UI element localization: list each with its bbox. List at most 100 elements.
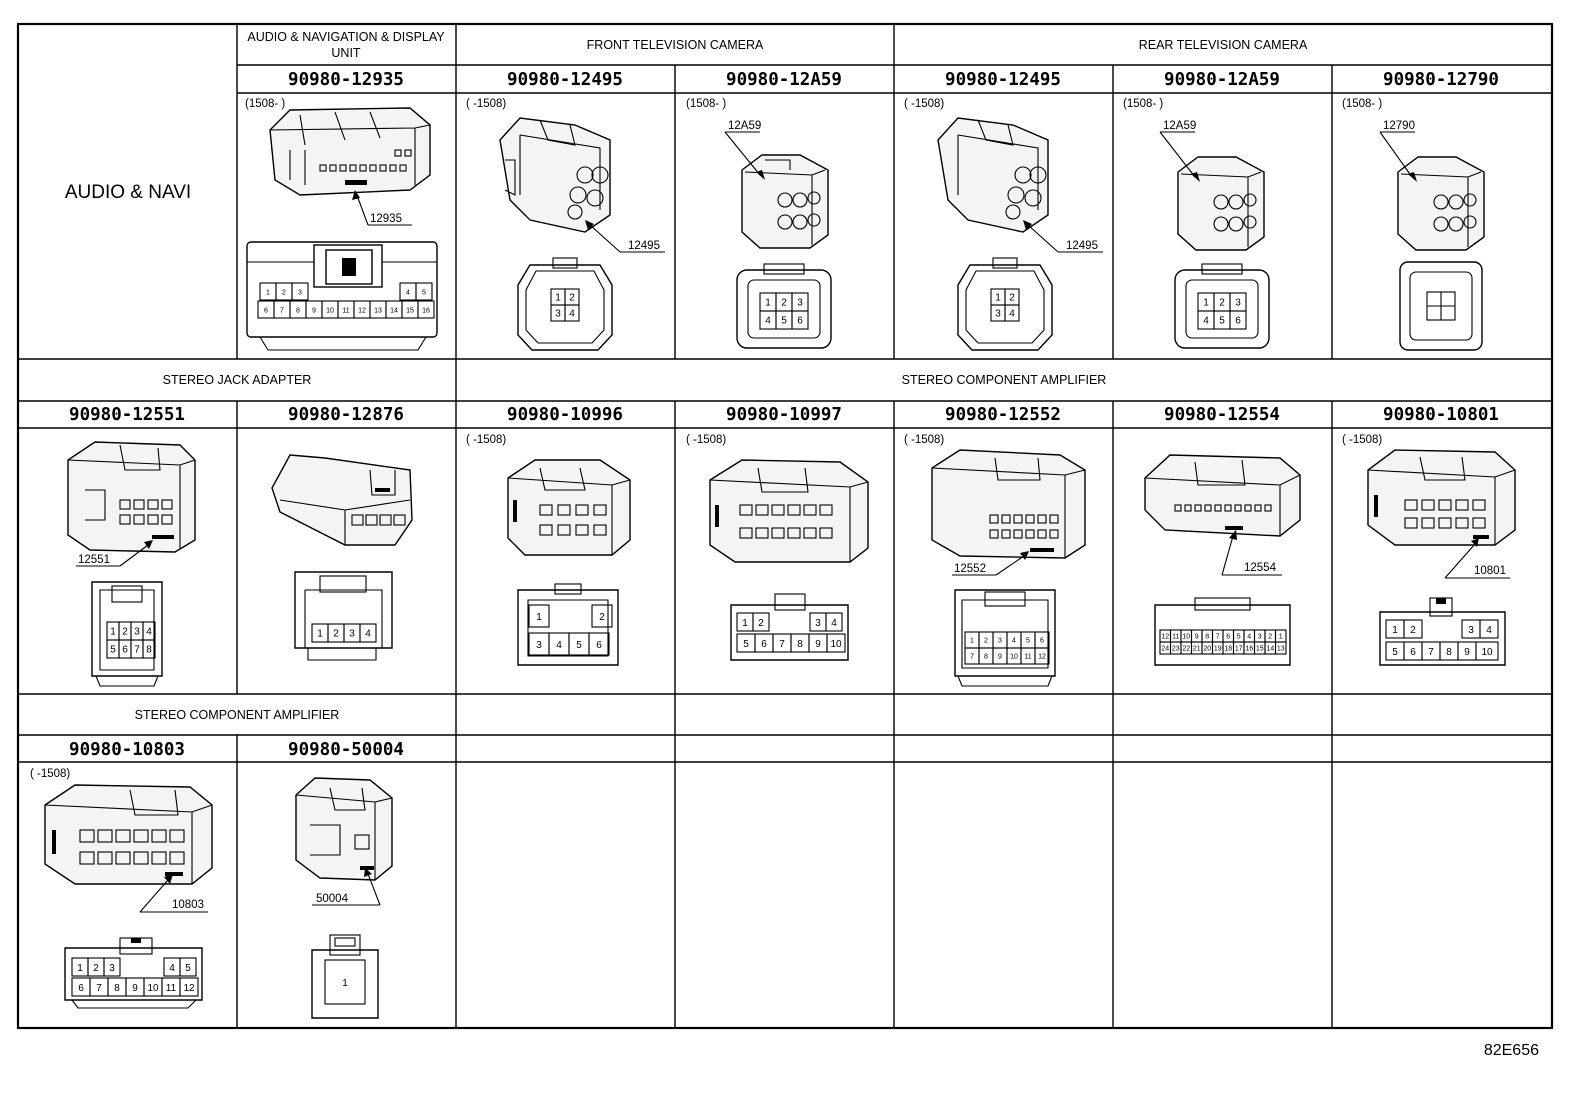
pin-number: 3 — [298, 290, 302, 297]
pin-cell — [825, 612, 843, 632]
pin-number: 5 — [1237, 634, 1241, 641]
callout-label: 12554 — [1244, 562, 1277, 574]
pin-number: 4 — [1203, 316, 1209, 327]
pin-number: 1 — [742, 618, 748, 629]
pin-number: 7 — [96, 983, 102, 994]
date-code: (1508- ) — [1123, 98, 1163, 110]
pin-number: 3 — [109, 963, 115, 974]
pin-number: 3 — [815, 618, 821, 629]
part-number: 90980-12790 — [1383, 70, 1499, 90]
figure-code: 82E656 — [1483, 1042, 1539, 1059]
pin-number: 18 — [1224, 646, 1232, 653]
pin-number: 13 — [374, 308, 382, 315]
pin-number: 8 — [1446, 647, 1452, 658]
pin-number: 13 — [1277, 646, 1285, 653]
pin-number: 4 — [1012, 638, 1016, 645]
pin-number: 2 — [1219, 298, 1225, 309]
date-code: ( -1508) — [686, 434, 726, 446]
pin-number: 24 — [1161, 646, 1169, 653]
part-number: 90980-10803 — [69, 740, 185, 760]
pin-number: 2 — [333, 629, 339, 640]
connector-12552-iso — [931, 449, 1086, 559]
header-rear-camera: REAR TELEVISION CAMERA — [1139, 38, 1308, 52]
pin-number: 7 — [280, 308, 284, 315]
callout-label: 12495 — [1066, 240, 1098, 252]
part-number: 90980-12495 — [507, 70, 623, 90]
pin-number: 2 — [599, 612, 605, 623]
pin-number: 3 — [1235, 298, 1241, 309]
pin-number: 3 — [995, 309, 1001, 320]
pin-number: 7 — [779, 639, 785, 650]
pin-cell — [179, 957, 197, 977]
pin-number: 8 — [296, 308, 300, 315]
date-code: ( -1508) — [904, 98, 944, 110]
pin-number: 8 — [114, 983, 120, 994]
callout-label: 50004 — [316, 893, 349, 905]
pin-number: 2 — [122, 627, 128, 638]
pin-number: 10 — [1010, 654, 1018, 661]
pin-number: 2 — [1410, 625, 1416, 636]
pin-number: 11 — [1024, 654, 1031, 661]
callout-label: 12935 — [370, 213, 402, 225]
pin-number: 5 — [743, 639, 749, 650]
pin-number: 1 — [536, 612, 542, 623]
pin-cell — [1403, 619, 1423, 639]
pin-number: 11 — [342, 308, 349, 315]
pin-number: 14 — [390, 308, 398, 315]
pin-number: 2 — [282, 290, 286, 297]
pin-number: 4 — [765, 316, 771, 327]
pin-number: 12 — [1161, 634, 1169, 641]
pin-number: 4 — [1009, 309, 1015, 320]
pin-number: 1 — [1279, 634, 1283, 641]
pin-number: 2 — [984, 638, 988, 645]
pin-number: 3 — [797, 298, 803, 309]
pin-number: 10 — [147, 983, 159, 994]
pin-cell — [103, 957, 121, 977]
pin-number: 8 — [984, 654, 988, 661]
pin-cell — [291, 282, 309, 301]
pin-number: 6 — [1235, 316, 1241, 327]
callout-label: 12A59 — [1163, 120, 1196, 132]
pin-cell — [417, 300, 435, 319]
part-number: 90980-12552 — [945, 405, 1061, 425]
part-number: 90980-10996 — [507, 405, 623, 425]
pin-number: 15 — [1256, 646, 1264, 653]
pin-number: 3 — [1468, 625, 1474, 636]
pin-number: 5 — [576, 640, 582, 651]
part-number: 90980-12876 — [288, 405, 404, 425]
pin-number: 9 — [132, 983, 138, 994]
connector-12551-iso — [67, 441, 196, 553]
pin-number: 3 — [1258, 634, 1262, 641]
pin-number: 16 — [422, 308, 430, 315]
pin-number: 8 — [146, 645, 152, 656]
pin-cell — [359, 623, 377, 643]
pin-number: 12 — [1038, 654, 1046, 661]
pin-number: 6 — [78, 983, 84, 994]
part-number: 90980-10997 — [726, 405, 842, 425]
pin-cell — [588, 632, 610, 656]
pin-number: 5 — [1219, 316, 1225, 327]
part-number: 90980-12495 — [945, 70, 1061, 90]
pin-number: 22 — [1182, 646, 1190, 653]
pin-number: 3 — [998, 638, 1002, 645]
pin-number: 8 — [1205, 634, 1209, 641]
pin-number: 1 — [342, 978, 348, 989]
connector-50004-face: 1 — [311, 934, 379, 1019]
pin-number: 6 — [596, 640, 602, 651]
connector-12790-iso — [1397, 156, 1485, 251]
date-code: (1508- ) — [686, 98, 726, 110]
header-stereo-jack: STEREO JACK ADAPTER — [163, 373, 312, 387]
pin-cell — [826, 633, 846, 653]
connector-12A59-rear-iso — [1177, 156, 1265, 251]
connector-12554-iso — [1144, 454, 1301, 537]
pin-number: 10 — [1481, 647, 1493, 658]
pin-number: 7 — [970, 654, 974, 661]
pin-number: 15 — [406, 308, 414, 315]
